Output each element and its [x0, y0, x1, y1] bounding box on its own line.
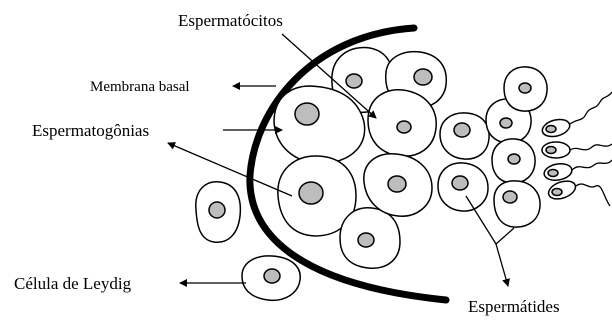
leydig-cell — [242, 256, 300, 300]
spermatid-tailed — [543, 160, 612, 182]
label-celula-leydig: Célula de Leydig — [14, 274, 132, 293]
arrow-espermatides — [496, 244, 508, 286]
label-membrana-basal: Membrana basal — [90, 79, 190, 95]
spermatogonium-cell — [340, 208, 400, 268]
leydig-cell — [196, 182, 241, 243]
spermatid-tailed — [542, 142, 612, 158]
label-espermatocitos: Espermatócitos — [178, 11, 283, 30]
spermatid-cell — [492, 139, 535, 183]
spermatocyte-cell — [440, 113, 489, 159]
label-espermatides: Espermátides — [468, 297, 560, 316]
spermatocyte-cell — [368, 90, 436, 157]
spermatid-tailed — [540, 92, 612, 139]
spermatogonium-cell — [364, 154, 432, 216]
spermatocyte-cell — [438, 163, 488, 211]
label-espermatogonias: Espermatogônias — [32, 121, 149, 140]
spermatid-cell — [494, 181, 540, 227]
spermatid-cell — [504, 67, 547, 111]
spermatid-tailed — [546, 178, 610, 206]
